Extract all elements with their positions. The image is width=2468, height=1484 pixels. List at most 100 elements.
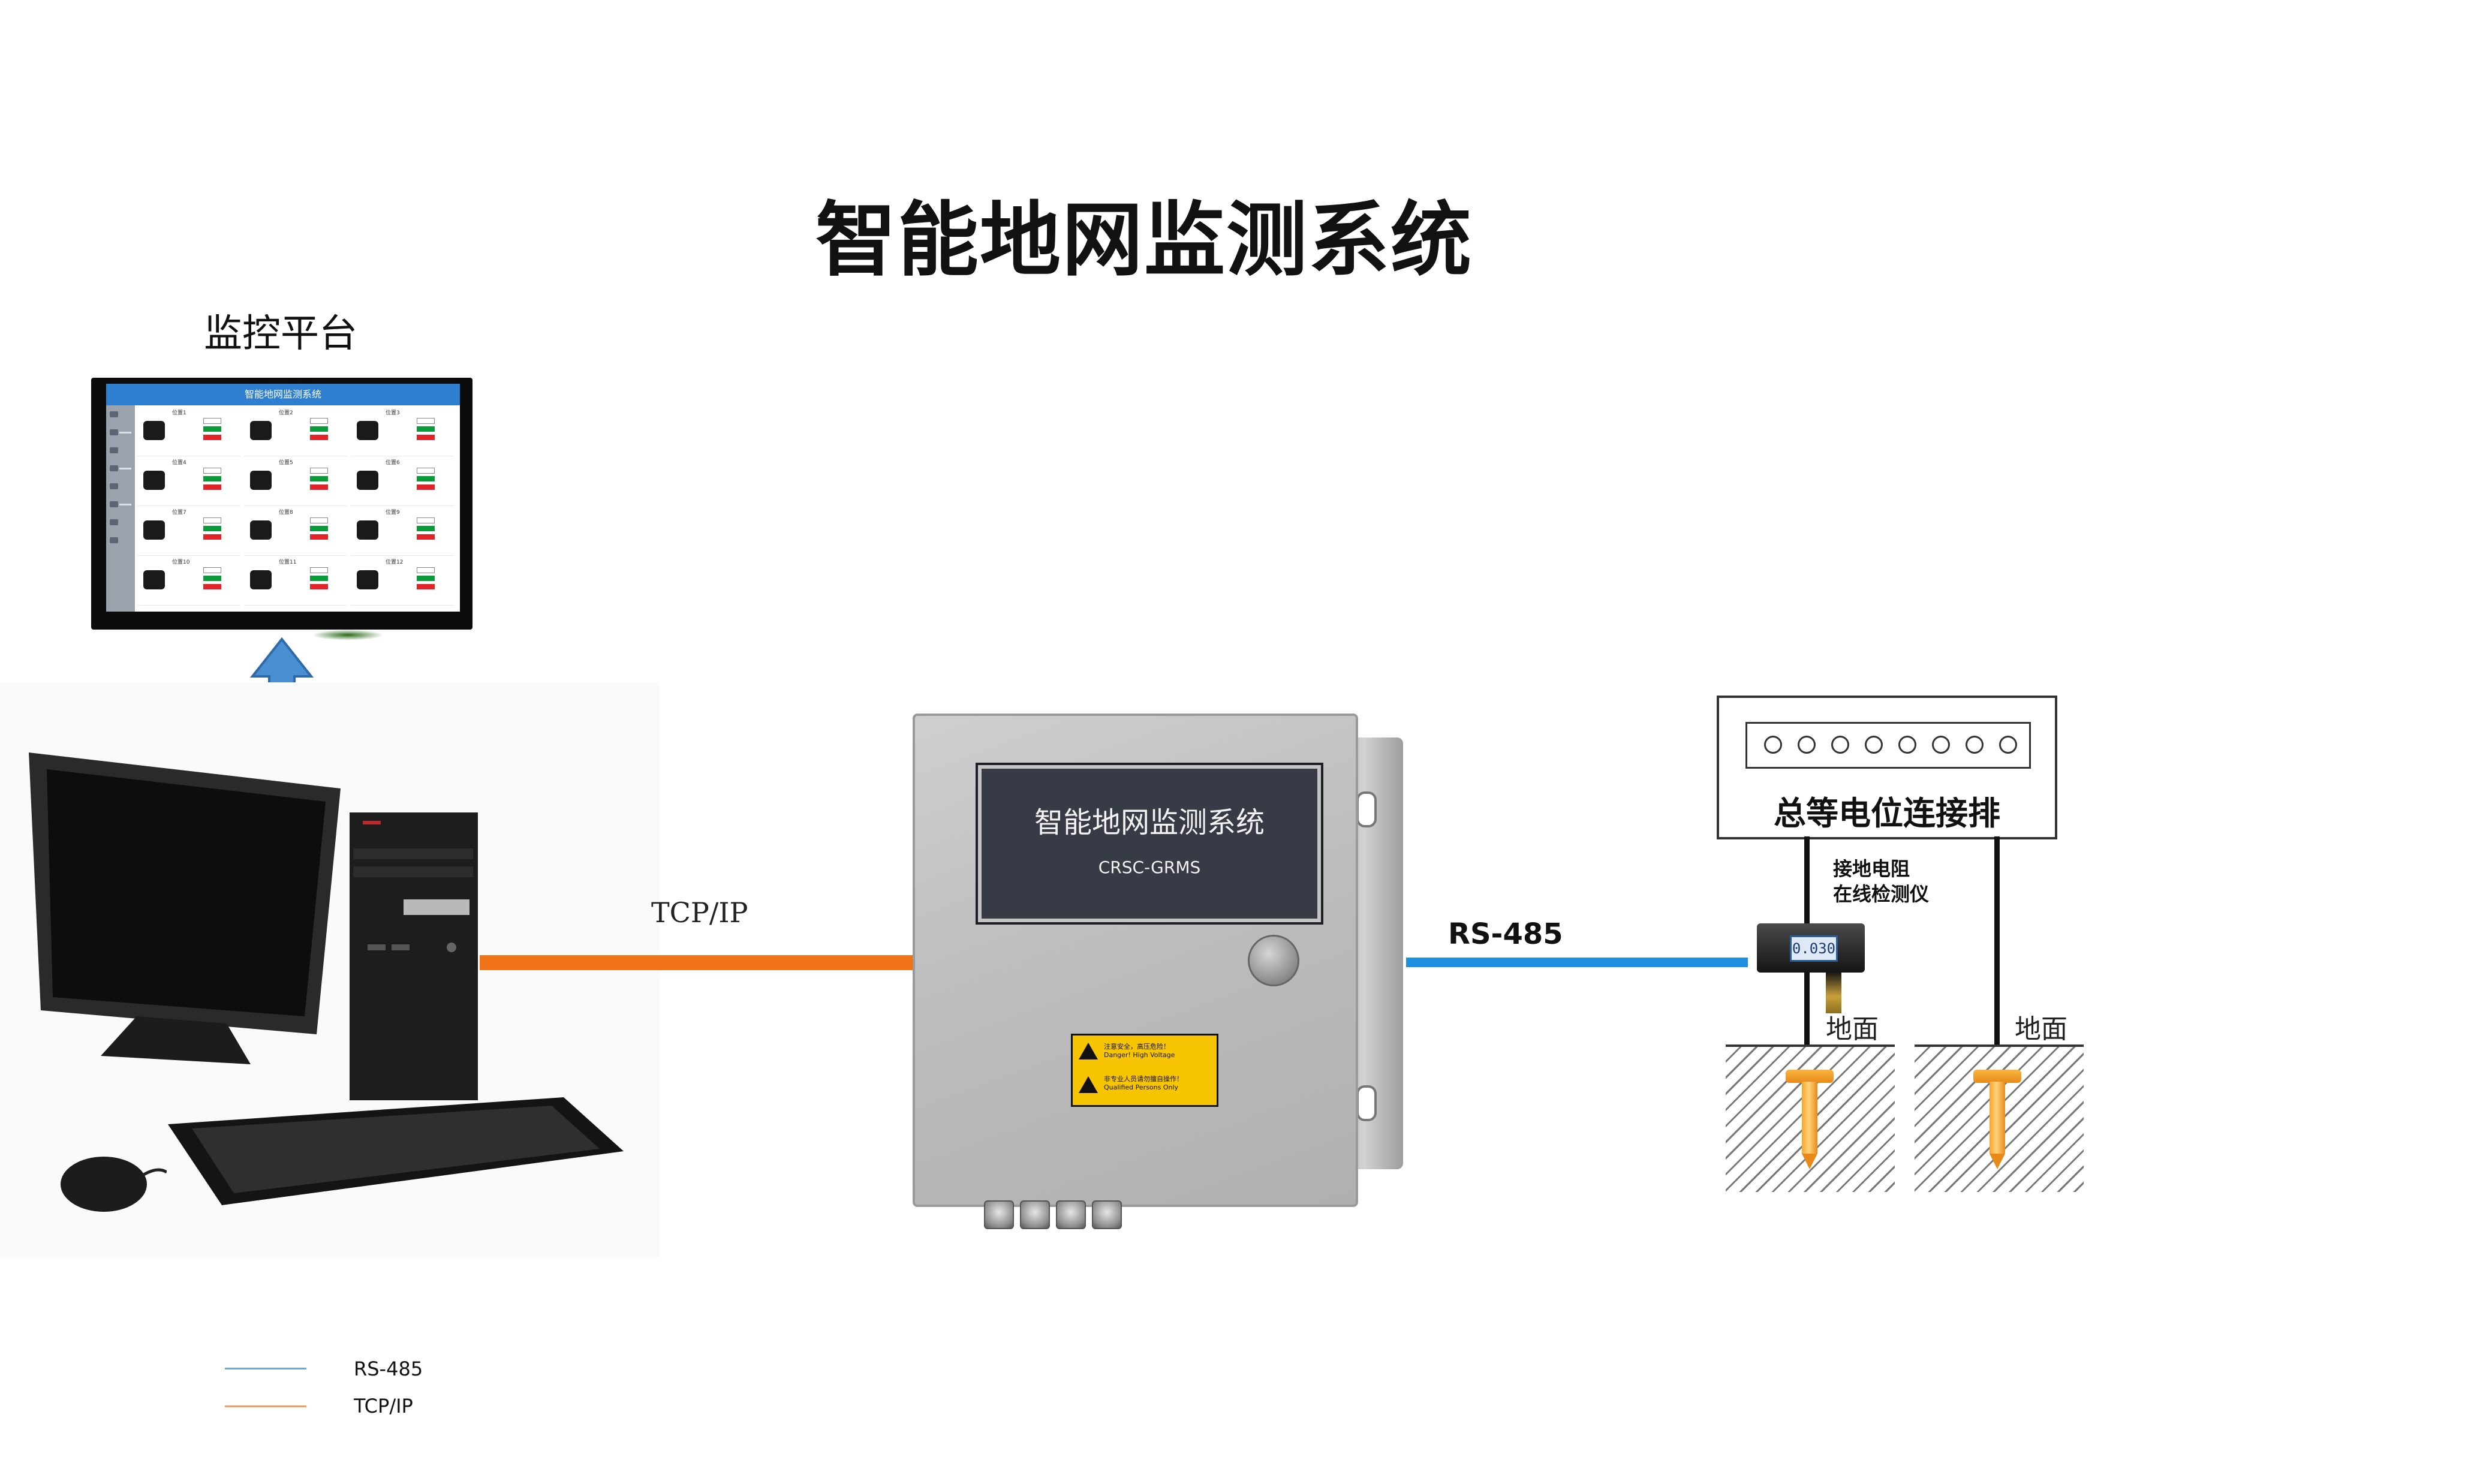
- cell-location: 位置8: [279, 510, 293, 516]
- bus-strip: [1745, 722, 2031, 769]
- cell-status-red: [310, 584, 328, 589]
- dashboard-cell[interactable]: 位置6: [351, 457, 454, 506]
- desktop-tower: [350, 812, 478, 1100]
- diagram-title: 智能地网监测系统: [815, 193, 1473, 287]
- dashboard-cell[interactable]: 位置10: [137, 557, 240, 606]
- cell-location: 位置11: [279, 559, 297, 565]
- sidebar-icon: [110, 483, 118, 489]
- sidebar-icon: [110, 447, 118, 453]
- box-nameplate: 智能地网监测系统 CRSC-GRMS: [976, 763, 1323, 925]
- sidebar-icon: [110, 519, 118, 525]
- device-icon: [357, 520, 378, 540]
- sidebar-line: [119, 432, 131, 434]
- mount-slot: [1356, 1085, 1377, 1121]
- cell-status-red: [417, 435, 435, 440]
- cell-status-red: [310, 534, 328, 540]
- cell-location: 位置3: [386, 410, 400, 416]
- soil-section-2: [1915, 1044, 2084, 1192]
- tester-reading: 0.030: [1790, 935, 1838, 962]
- tcp-ip-label: TCP/IP: [651, 896, 748, 929]
- cell-status-red: [310, 435, 328, 440]
- device-icon: [357, 570, 378, 589]
- dashboard-cell[interactable]: 位置11: [244, 557, 347, 606]
- bus-terminal: [1831, 736, 1849, 754]
- cell-status-red: [203, 435, 221, 440]
- cell-value-box: [203, 468, 221, 474]
- ground-wire-1-upper: [1804, 836, 1810, 923]
- cell-status-green: [417, 526, 435, 531]
- lcd-monitor: [29, 752, 341, 1064]
- tester-probe: [1826, 971, 1841, 1013]
- device-icon: [143, 471, 165, 490]
- bus-terminal: [1932, 736, 1950, 754]
- ground-label-2: 地面: [2015, 1014, 2067, 1044]
- cell-status-green: [310, 426, 328, 432]
- bus-label: 总等电位连接排: [1774, 794, 2000, 832]
- warning-label: 注意安全，高压危险！ Danger! High Voltage 非专业人员请勿擅…: [1071, 1034, 1218, 1107]
- bus-terminal: [1798, 736, 1816, 754]
- monitoring-control-box: 智能地网监测系统 CRSC-GRMS 注意安全，高压危险！ Danger! Hi…: [913, 714, 1358, 1229]
- cell-status-green: [417, 576, 435, 581]
- cable-gland: [1020, 1200, 1050, 1229]
- dashboard-cell[interactable]: 位置2: [244, 408, 347, 456]
- ground-rod: [1802, 1082, 1817, 1154]
- dashboard-cell[interactable]: 位置12: [351, 557, 454, 606]
- warning-icon: [1079, 1043, 1098, 1059]
- bus-terminal: [1999, 736, 2017, 754]
- cable-gland: [984, 1200, 1014, 1229]
- dashboard-cell[interactable]: 位置9: [351, 507, 454, 556]
- ground-rod: [1990, 1082, 2005, 1154]
- dashboard-cell[interactable]: 位置1: [137, 408, 240, 456]
- cell-value-box: [310, 418, 328, 424]
- sidebar-line: [119, 504, 131, 505]
- monitor-stand: [312, 630, 384, 640]
- cell-status-red: [203, 584, 221, 589]
- cell-status-red: [310, 484, 328, 490]
- cell-status-green: [203, 426, 221, 432]
- cell-location: 位置7: [172, 510, 186, 516]
- dashboard-cell[interactable]: 位置8: [244, 507, 347, 556]
- dashboard-cell[interactable]: 位置4: [137, 457, 240, 506]
- ground-wire-2: [1994, 836, 2000, 1046]
- warning-text-cn-1: 注意安全，高压危险！: [1104, 1043, 1170, 1050]
- cell-status-green: [310, 476, 328, 481]
- soil-section-1: [1726, 1044, 1895, 1192]
- cell-status-green: [203, 526, 221, 531]
- legend-label-rs485: RS-485: [354, 1357, 423, 1380]
- cell-status-green: [203, 476, 221, 481]
- device-icon: [250, 570, 272, 589]
- ground-wire-1-lower: [1804, 973, 1810, 1044]
- lock-knob: [1248, 935, 1299, 986]
- cell-location: 位置9: [386, 510, 400, 516]
- dashboard-cell[interactable]: 位置5: [244, 457, 347, 506]
- device-icon: [357, 471, 378, 490]
- sidebar-line: [119, 468, 131, 469]
- warning-icon: [1079, 1076, 1098, 1093]
- dashboard-cell[interactable]: 位置7: [137, 507, 240, 556]
- sidebar-icon: [110, 537, 118, 543]
- cell-location: 位置10: [172, 559, 190, 565]
- warning-text-cn-2: 非专业人员请勿擅自操作！: [1104, 1075, 1183, 1083]
- legend-label-tcpip: TCP/IP: [354, 1395, 413, 1417]
- keyboard: [168, 1097, 624, 1205]
- mount-slot: [1356, 791, 1377, 827]
- cable-gland: [1056, 1200, 1086, 1229]
- ground-rod-tip: [1990, 1154, 2005, 1169]
- cell-status-green: [310, 526, 328, 531]
- legend-line-tcpip: [225, 1405, 306, 1407]
- cell-location: 位置4: [172, 460, 186, 466]
- ground-rod-tip: [1802, 1154, 1817, 1169]
- legend-line-rs485: [225, 1368, 306, 1369]
- box-model: CRSC-GRMS: [1098, 857, 1201, 877]
- warning-text-en-1: Danger! High Voltage: [1104, 1051, 1175, 1059]
- cable-gland: [1092, 1200, 1122, 1229]
- cell-value-box: [417, 517, 435, 523]
- tester-label: 接地电阻 在线检测仪: [1833, 856, 1929, 907]
- cell-location: 位置12: [386, 559, 404, 565]
- cell-value-box: [203, 418, 221, 424]
- tester-label-line-1: 接地电阻: [1833, 857, 1910, 880]
- dashboard-cell[interactable]: 位置3: [351, 408, 454, 456]
- rs485-label: RS-485: [1448, 917, 1563, 951]
